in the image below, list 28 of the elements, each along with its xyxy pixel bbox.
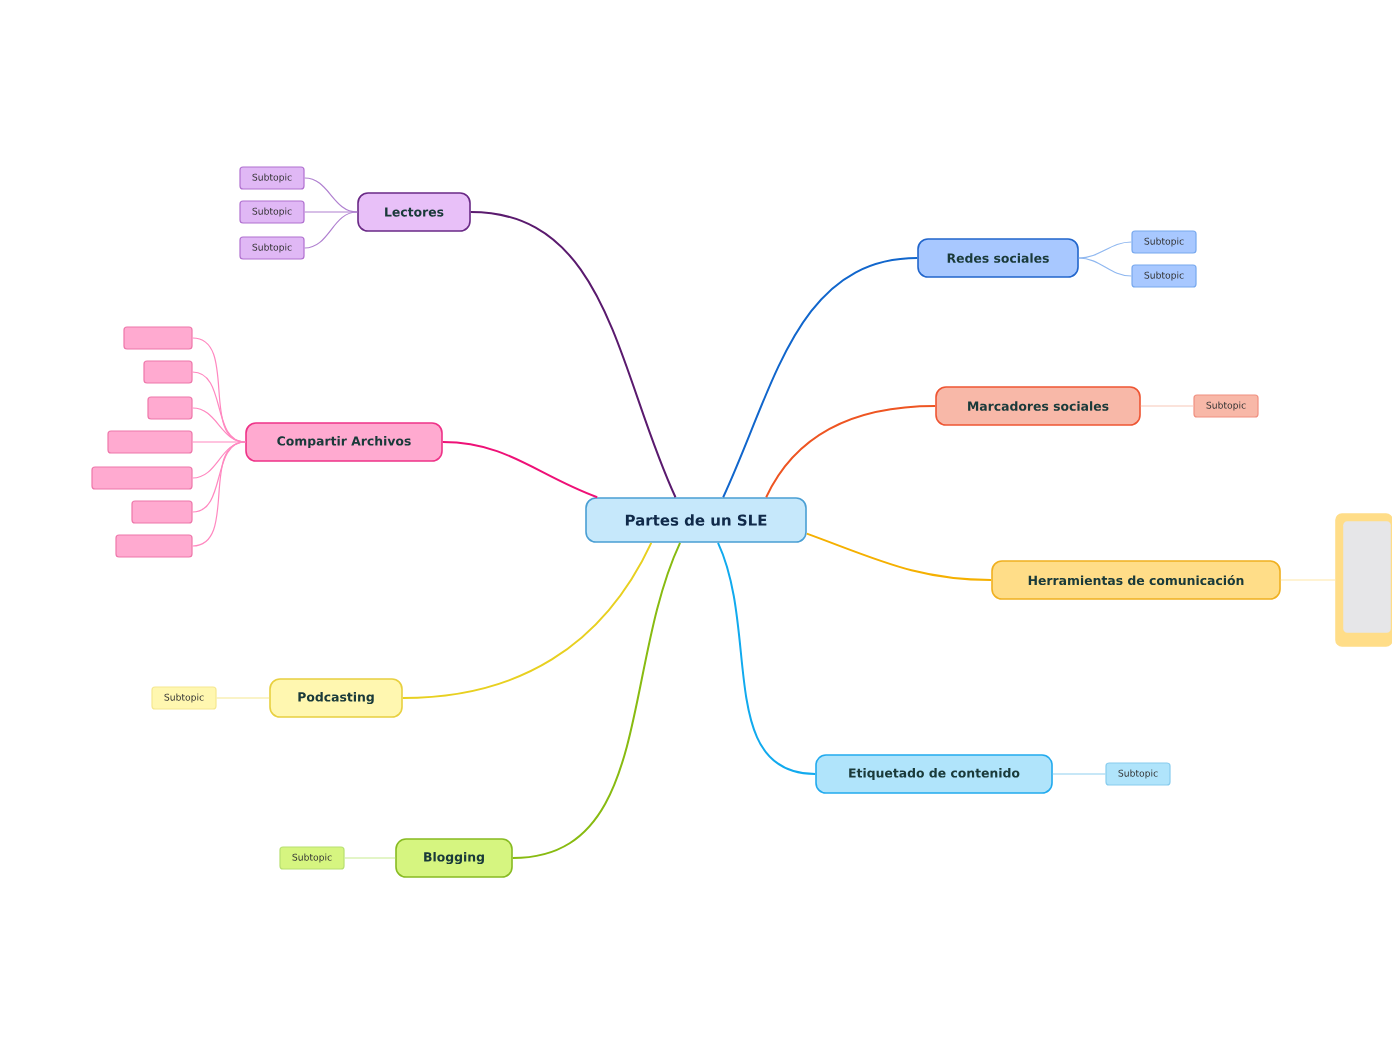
connector — [469, 211, 677, 499]
connector — [1078, 241, 1132, 259]
connector — [216, 697, 270, 699]
connector — [1052, 773, 1106, 775]
connector — [717, 541, 817, 775]
connector — [192, 441, 246, 513]
blank-box — [123, 326, 193, 350]
connector — [722, 257, 919, 499]
blank-box — [143, 360, 193, 384]
connector — [441, 441, 599, 499]
connector — [401, 541, 653, 699]
blank-box — [1335, 513, 1392, 647]
blank-box — [147, 396, 193, 420]
connector — [344, 857, 396, 859]
connector — [1140, 405, 1194, 407]
blank-box — [115, 534, 193, 558]
connector — [511, 541, 682, 859]
connector — [304, 211, 358, 249]
connector — [1078, 257, 1132, 277]
blank-box — [131, 500, 193, 524]
connector — [192, 441, 246, 547]
connector — [1280, 579, 1336, 581]
connector — [805, 532, 993, 581]
connector — [192, 371, 246, 443]
connector — [304, 211, 358, 213]
connector — [765, 405, 937, 499]
blank-box — [91, 466, 193, 490]
blank-box — [107, 430, 193, 454]
